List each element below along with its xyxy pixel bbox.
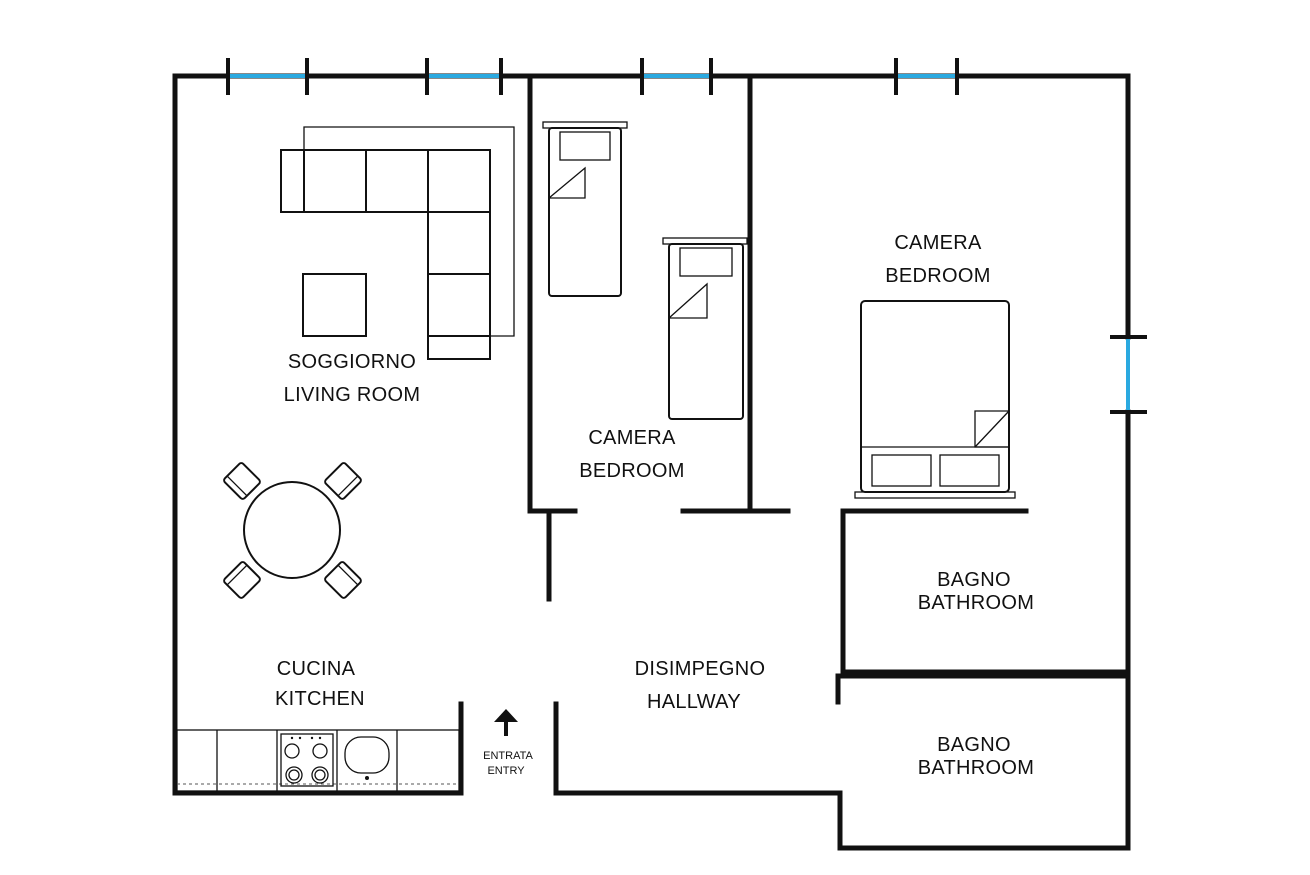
label-bathroom-lower-2: BATHROOM	[918, 757, 1034, 779]
label-entry-2: ENTRY	[487, 765, 525, 777]
bed-single-1	[542, 121, 628, 297]
label-bedroom-large-2: BEDROOM	[885, 265, 990, 287]
label-hallway-1: DISIMPEGNO	[635, 658, 766, 680]
label-bathroom-upper-1: BAGNO	[937, 569, 1011, 591]
label-living-2: LIVING ROOM	[284, 384, 421, 406]
dining-set	[223, 462, 362, 599]
label-hallway-2: HALLWAY	[647, 691, 741, 713]
sink	[344, 736, 390, 780]
bed-single-2	[662, 237, 748, 420]
label-bedroom-small-1: CAMERA	[588, 427, 676, 449]
label-bedroom-large-1: CAMERA	[894, 232, 982, 254]
label-kitchen-1: CUCINA	[277, 658, 356, 680]
wall-outer-left	[172, 73, 464, 796]
label-kitchen-2: KITCHEN	[275, 688, 365, 710]
entry-arrow-icon	[494, 709, 518, 736]
label-bathroom-upper-2: BATHROOM	[918, 592, 1034, 614]
cooktop	[280, 733, 334, 787]
windows	[226, 58, 1147, 414]
label-entry-1: ENTRATA	[483, 750, 533, 762]
dining-table	[243, 481, 341, 579]
sofa	[280, 126, 515, 360]
walls	[172, 73, 1131, 851]
label-bathroom-lower-1: BAGNO	[937, 734, 1011, 756]
kitchen-counter	[176, 729, 460, 792]
label-living-1: SOGGIORNO	[288, 351, 416, 373]
label-bedroom-small-2: BEDROOM	[579, 460, 684, 482]
bed-double	[854, 300, 1016, 499]
coffee-table	[302, 273, 367, 337]
wall-bottom-right	[553, 701, 1131, 851]
